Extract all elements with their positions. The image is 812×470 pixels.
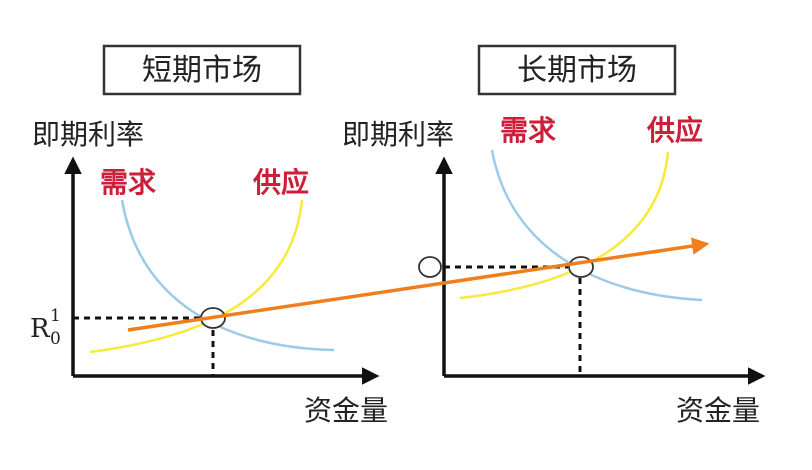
long-y-axis-label: 即期利率	[342, 118, 454, 151]
short-x-axis-label: 资金量	[304, 394, 388, 427]
long-supply-curve	[459, 151, 670, 300]
long-term-title-box	[477, 44, 677, 96]
short-demand-label: 需求	[100, 166, 156, 199]
rate-tick-superscript: 1	[50, 306, 61, 326]
rate-tick-subscript: 0	[50, 329, 61, 349]
short-supply-curve	[89, 199, 304, 354]
long-supply-label: 供应	[646, 114, 703, 147]
long-demand-curve	[490, 149, 703, 302]
short-term-panel: 短期市场 即期利率 资金量 需求 供应 R 1 0	[30, 44, 388, 427]
short-demand-curve	[120, 199, 335, 352]
long-term-title: 长期市场	[517, 53, 637, 88]
short-term-title: 短期市场	[142, 53, 262, 88]
short-y-axis-label: 即期利率	[32, 118, 144, 151]
long-x-axis-label: 资金量	[676, 394, 760, 427]
rate-tick-label: R	[30, 314, 51, 344]
rate-shift-arrow	[127, 237, 710, 332]
long-rate-axis-marker	[418, 256, 442, 278]
short-term-title-box	[102, 44, 302, 96]
long-term-panel: 长期市场 即期利率 资金量 需求 供应	[342, 44, 766, 427]
short-supply-label: 供应	[252, 166, 309, 199]
long-demand-label: 需求	[500, 114, 556, 147]
